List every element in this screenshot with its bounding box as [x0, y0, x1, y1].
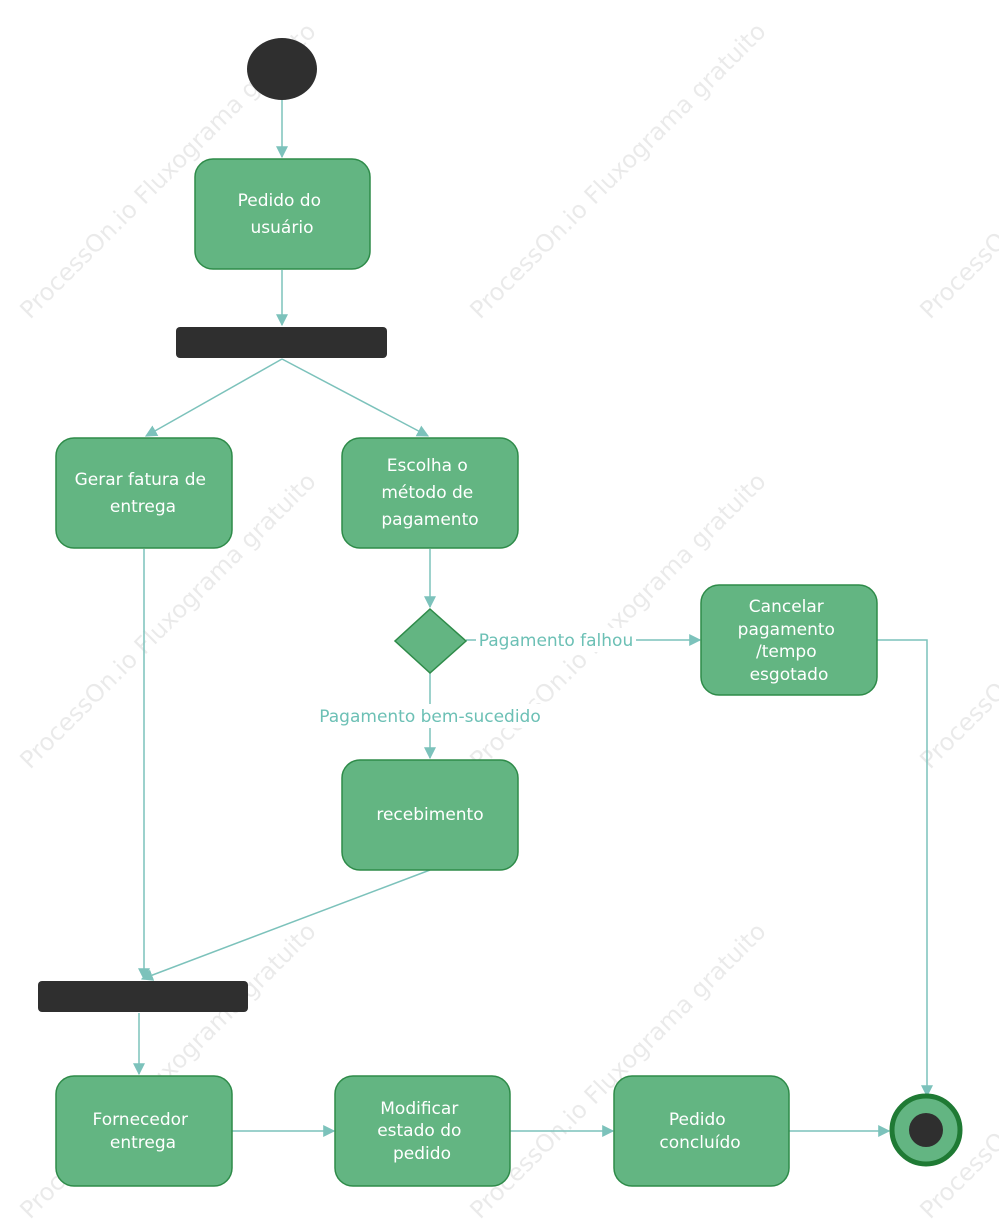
node-line: concluído [659, 1133, 740, 1153]
node-line: Escolha o [387, 456, 468, 476]
svg-text:Gerar fatura de entrega: Gerar fatura de entrega [75, 470, 212, 517]
edge-recebimento-to-join [140, 869, 431, 981]
svg-text:Pedido concluído: Pedido concluído [659, 1110, 740, 1153]
edge-label-pagamento-bem-sucedido: Pagamento bem-sucedido [319, 707, 540, 727]
start-node[interactable] [247, 38, 317, 100]
svg-text:Cancelar pagamento: Cancelar pagamento /tempo esgotado [738, 597, 841, 685]
node-line: pagamento [738, 620, 835, 640]
action-cancelar-pagamento[interactable]: Cancelar pagamento /tempo esgotado [700, 584, 878, 696]
node-line: pagamento [381, 510, 478, 530]
node-line: entrega [110, 1133, 176, 1153]
node-line: Modificar [380, 1099, 458, 1119]
edge-label-pagamento-falhou: Pagamento falhou [479, 631, 633, 651]
action-pedido-do-usuario[interactable]: Pedido do usuário [194, 158, 371, 270]
fork-bar[interactable] [176, 327, 387, 358]
node-line: Cancelar [749, 597, 824, 617]
node-line: esgotado [750, 665, 829, 685]
edges [133, 100, 933, 1137]
edge-cancelar-to-end [877, 639, 933, 1098]
svg-text:Modificar estado do: Modificar estado do pedido [377, 1099, 467, 1164]
node-line: recebimento [376, 805, 483, 825]
action-recebimento[interactable]: recebimento [341, 759, 519, 871]
join-bar[interactable] [38, 981, 248, 1012]
node-line: estado do [377, 1121, 461, 1141]
decision-diamond[interactable] [393, 607, 468, 675]
action-fornecedor-entrega[interactable]: Fornecedor entrega [55, 1075, 233, 1187]
edge-fork-to-fatura [144, 358, 283, 437]
svg-text:recebimento: recebimento [376, 805, 483, 825]
svg-text:Pedido do usuário: Pedido do usuário [238, 191, 327, 238]
svg-text:Escolha o método de: Escolha o método de pagamento [381, 456, 478, 530]
node-line: entrega [110, 497, 176, 517]
action-modificar-estado[interactable]: Modificar estado do pedido [334, 1075, 511, 1187]
edge-fork-to-escolha [281, 358, 430, 437]
watermark: ProcessOn.io Fluxograma gratuito [464, 17, 771, 324]
action-gerar-fatura[interactable]: Gerar fatura de entrega [55, 437, 233, 549]
action-escolha-metodo-pagamento[interactable]: Escolha o método de pagamento [341, 437, 519, 549]
node-line: método de [381, 483, 473, 503]
node-line: Gerar fatura de [75, 470, 206, 490]
watermark: ProcessOn.io Fluxograma gratuito [914, 17, 999, 324]
node-line: Pedido do [238, 191, 321, 211]
end-node[interactable] [889, 1093, 963, 1167]
node-line: Pedido [669, 1110, 726, 1130]
action-pedido-concluido[interactable]: Pedido concluído [613, 1075, 790, 1187]
svg-text:Fornecedor entrega: Fornecedor entrega [93, 1110, 194, 1153]
node-line: pedido [393, 1144, 451, 1164]
node-line: /tempo [756, 642, 817, 662]
edge-labels: Pagamento falhou Pagamento bem-sucedido [316, 628, 636, 728]
node-line: Fornecedor [93, 1110, 188, 1130]
node-line: usuário [251, 218, 314, 238]
